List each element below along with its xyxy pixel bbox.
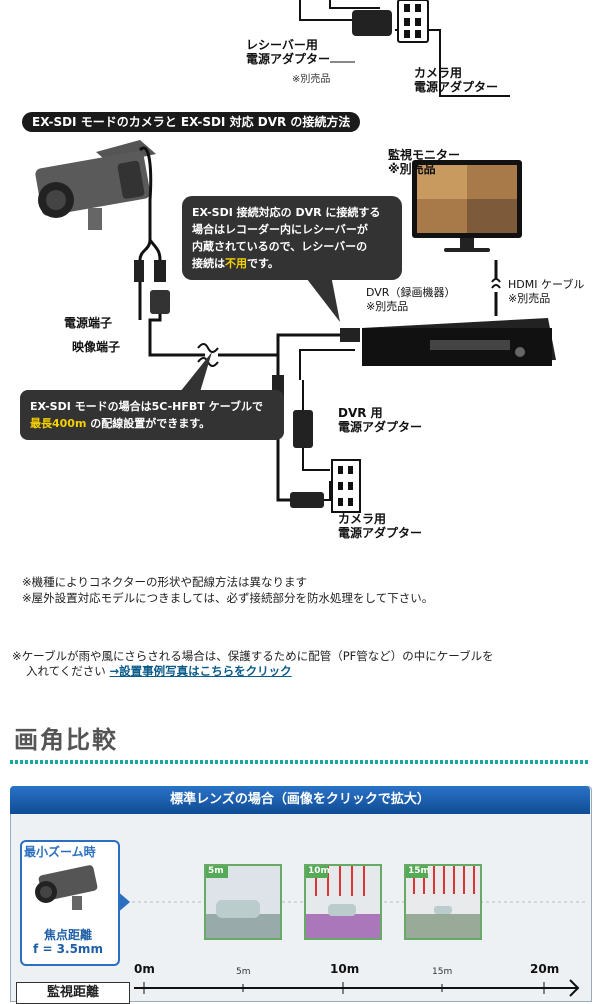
view-thumb-15m[interactable] [404, 864, 482, 940]
thumb-label-5m: 5m [208, 866, 224, 876]
cable-distance-note: EX-SDI モードの場合は5C-HFBT ケーブルで 最長400m の配線設置… [20, 390, 284, 440]
note-waterproof: ※屋外設置対応モデルにつきましては、必ず接続部分を防水処理をして下さい。 [22, 591, 434, 605]
tick-0m: 0m [134, 962, 155, 976]
thumb-label-15m: 15m [408, 866, 430, 876]
connection-diagram-title: EX-SDI モードのカメラと EX-SDI 対応 DVR の接続方法 [22, 112, 361, 132]
panel-title[interactable]: 標準レンズの場合（画像をクリックで拡大） [10, 786, 590, 814]
power-terminal-label: 電源端子 [64, 316, 113, 330]
tick-10m: 10m [330, 962, 360, 976]
top-wiring [299, 0, 510, 97]
view-thumb-5m[interactable] [204, 864, 282, 940]
hdmi-cable-label: HDMI ケーブル ※別売品 [508, 278, 585, 305]
receiver-not-needed-bubble: EX-SDI 接続対応の DVR に接続する 場合はレコーダー内にレシーバーが … [182, 196, 402, 280]
sold-separately-note: ※別売品 [292, 74, 331, 85]
section-divider [10, 760, 590, 764]
note-cable-protection-2: 入れてください →設置事例写真はこちらをクリック [26, 664, 292, 678]
receiver-adapter-label: レシーバー用 電源アダプター [246, 38, 331, 66]
section-title: 画角比較 [14, 726, 118, 754]
distance-axis [134, 979, 580, 997]
monitor-label: 監視モニター ※別売品 [388, 148, 461, 176]
tick-15m: 15m [432, 967, 453, 977]
dvr-adapter-label: DVR 用 電源アダプター [338, 406, 423, 434]
tick-20m: 20m [530, 962, 560, 976]
dvr-recorder-icon [362, 318, 556, 366]
focal-length: 焦点距離 f = 3.5mm [33, 928, 103, 956]
tick-5m: 5m [236, 967, 251, 977]
min-zoom-card [20, 840, 120, 966]
camera-thumbnail-icon [35, 865, 98, 910]
bubble-highlight: 不用 [225, 257, 247, 270]
note-cable-protection: ※ケーブルが雨や風にさらされる場合は、保護するために配管（PF管など）の中にケー… [12, 649, 494, 663]
distance-label: 監視距離 [16, 982, 130, 1004]
camera-adapter-label: カメラ用 電源アダプター [338, 512, 423, 540]
monitor-icon [412, 160, 522, 252]
camera-adapter-label-top: カメラ用 電源アダプター [414, 66, 499, 94]
bullet-camera-icon [35, 140, 156, 230]
thumb-label-10m: 10m [308, 866, 330, 876]
video-terminal-label: 映像端子 [72, 340, 121, 354]
view-thumb-10m[interactable] [304, 864, 382, 940]
max-distance-highlight: 最長400m [30, 417, 87, 430]
min-zoom-label: 最小ズーム時 [24, 845, 96, 859]
connection-diagram [35, 140, 556, 513]
note-connector: ※機種によりコネクターの形状や配線方法は異なります [22, 575, 307, 589]
dvr-label: DVR（録画機器） ※別売品 [366, 286, 456, 313]
installation-photos-link[interactable]: →設置事例写真はこちらをクリック [109, 664, 292, 678]
